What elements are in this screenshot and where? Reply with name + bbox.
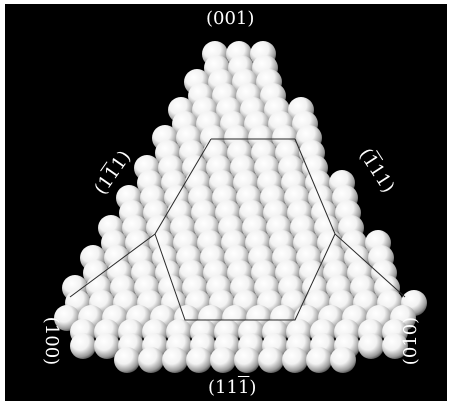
atom-sphere — [306, 347, 332, 373]
atom-sphere — [162, 347, 188, 373]
label-001: (001) — [206, 10, 254, 28]
atom-sphere — [186, 347, 212, 373]
atom-sphere — [258, 347, 284, 373]
atom-sphere — [358, 333, 384, 359]
atom-sphere — [330, 347, 356, 373]
atom-sphere — [138, 347, 164, 373]
label-100: (100) — [42, 317, 60, 365]
atom-model — [5, 4, 447, 401]
label-1-1-1bar: (111) — [208, 379, 256, 397]
atom-sphere — [210, 347, 236, 373]
nanocrystal-figure: (001) (111) (111) (100) (010) (111) — [5, 4, 447, 401]
atom-sphere — [234, 347, 260, 373]
label-010: (010) — [402, 317, 420, 365]
atom-sphere — [114, 347, 140, 373]
atom-sphere — [70, 333, 96, 359]
atom-sphere — [282, 347, 308, 373]
